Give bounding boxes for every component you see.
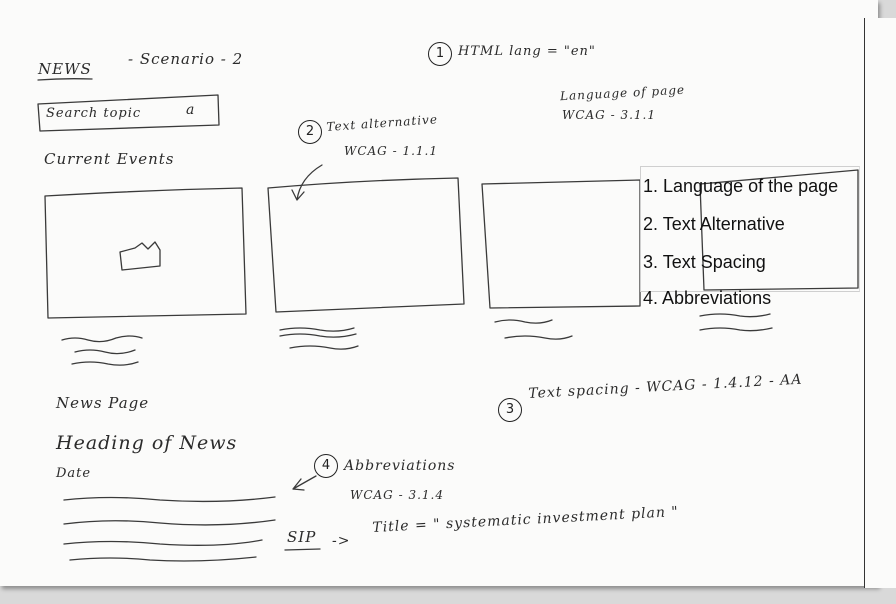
card-1-line-1 xyxy=(61,335,143,343)
legend-item-text-alternative: 2. Text Alternative xyxy=(643,214,785,234)
annotation-1-sub2: WCAG - 3.1.1 xyxy=(562,108,656,122)
search-box-outline xyxy=(37,94,220,132)
card-3-outline xyxy=(481,179,641,309)
sketch-paper xyxy=(0,0,878,586)
abbr-underline xyxy=(284,548,321,551)
legend-item-language: 1. Language of the page xyxy=(643,176,839,196)
card-1-line-2 xyxy=(74,349,136,355)
scenario-title: - Scenario - 2 xyxy=(128,50,244,68)
search-input[interactable]: Search topic xyxy=(46,106,142,121)
card-4-line-1 xyxy=(699,313,771,318)
annotation-2-arrow xyxy=(291,164,323,201)
card-1-line-3 xyxy=(71,361,139,366)
article-line-2 xyxy=(63,519,276,526)
annotation-2-number: 2 xyxy=(298,120,322,144)
adjacent-page xyxy=(864,18,896,588)
legend-box xyxy=(640,166,860,292)
legend-item-text-spacing: 3. Text Spacing xyxy=(643,252,766,272)
legend: 1. Language of the page 2. Text Alternat… xyxy=(631,166,861,308)
annotation-1-number: 1 xyxy=(428,42,452,66)
news-heading: Heading of News xyxy=(56,432,238,454)
date-label: Date xyxy=(56,466,92,481)
card-2-outline xyxy=(267,177,465,313)
card-2-line-2 xyxy=(279,333,357,338)
annotation-1-text: HTML lang = "en" xyxy=(458,44,596,59)
abbr-arrow: -> xyxy=(332,533,351,549)
logo-text: NEWS xyxy=(38,60,92,78)
section-title: Current Events xyxy=(44,150,175,168)
card-4-line-2 xyxy=(699,327,773,332)
annotation-4-number: 4 xyxy=(314,454,338,478)
annotation-2-sub: WCAG - 1.1.1 xyxy=(344,144,438,158)
card-2-line-1 xyxy=(279,327,355,332)
card-2-line-3 xyxy=(289,345,359,350)
article-line-3 xyxy=(63,539,263,546)
card-1-outline xyxy=(44,187,247,319)
legend-item-abbreviations: 4. Abbreviations xyxy=(643,288,772,308)
annotation-4-text: Abbreviations xyxy=(344,458,456,474)
article-line-4 xyxy=(69,556,257,562)
search-icon[interactable]: a xyxy=(186,102,196,118)
abbr-term: SIP xyxy=(287,528,317,546)
image-placeholder-icon xyxy=(119,241,161,271)
logo-underline xyxy=(37,78,93,81)
annotation-3-number: 3 xyxy=(498,398,522,422)
news-page-label: News Page xyxy=(56,394,150,412)
card-3-line-2 xyxy=(504,335,573,340)
card-4-outline xyxy=(699,169,859,291)
card-3-line-1 xyxy=(494,319,553,324)
annotation-4-sub: WCAG - 3.1.4 xyxy=(350,488,444,502)
article-line-1 xyxy=(63,496,276,503)
annotation-4-arrow xyxy=(292,475,317,491)
